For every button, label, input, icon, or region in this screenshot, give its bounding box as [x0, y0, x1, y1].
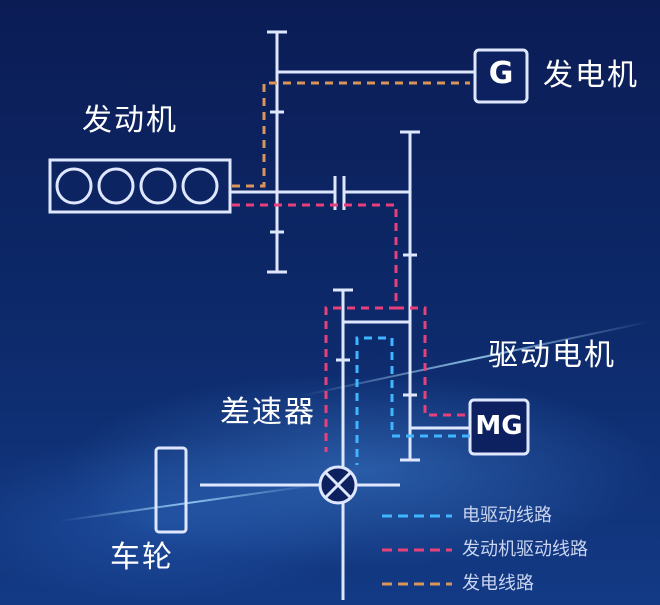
engine-block: [48, 158, 232, 214]
electric-drive-path-line: [355, 336, 470, 465]
differential-label: 差速器: [220, 395, 316, 430]
engine-cylinder-1: [55, 167, 93, 205]
legend-generation: 发电线路: [462, 573, 534, 594]
legend-engine-drive: 发动机驱动线路: [462, 539, 588, 560]
drive-motor-box: [468, 398, 530, 456]
generator-box: [473, 48, 529, 104]
generator-label: 发电机: [543, 58, 639, 93]
generator-letter: G: [488, 56, 514, 91]
engine-cylinder-3: [139, 167, 177, 205]
wheel-shape: [154, 446, 188, 534]
wheel-label: 车轮: [110, 540, 174, 575]
engine-drive-path-line-2: [396, 306, 470, 417]
legend-electric-drive: 电驱动线路: [462, 505, 552, 526]
motor-letters: MG: [475, 411, 523, 441]
drive-motor-label: 驱动电机: [488, 338, 616, 373]
engine-cylinder-4: [181, 167, 219, 205]
engine-label: 发动机: [82, 103, 178, 138]
generation-path-line: [232, 81, 470, 188]
engine-cylinder-2: [97, 167, 135, 205]
